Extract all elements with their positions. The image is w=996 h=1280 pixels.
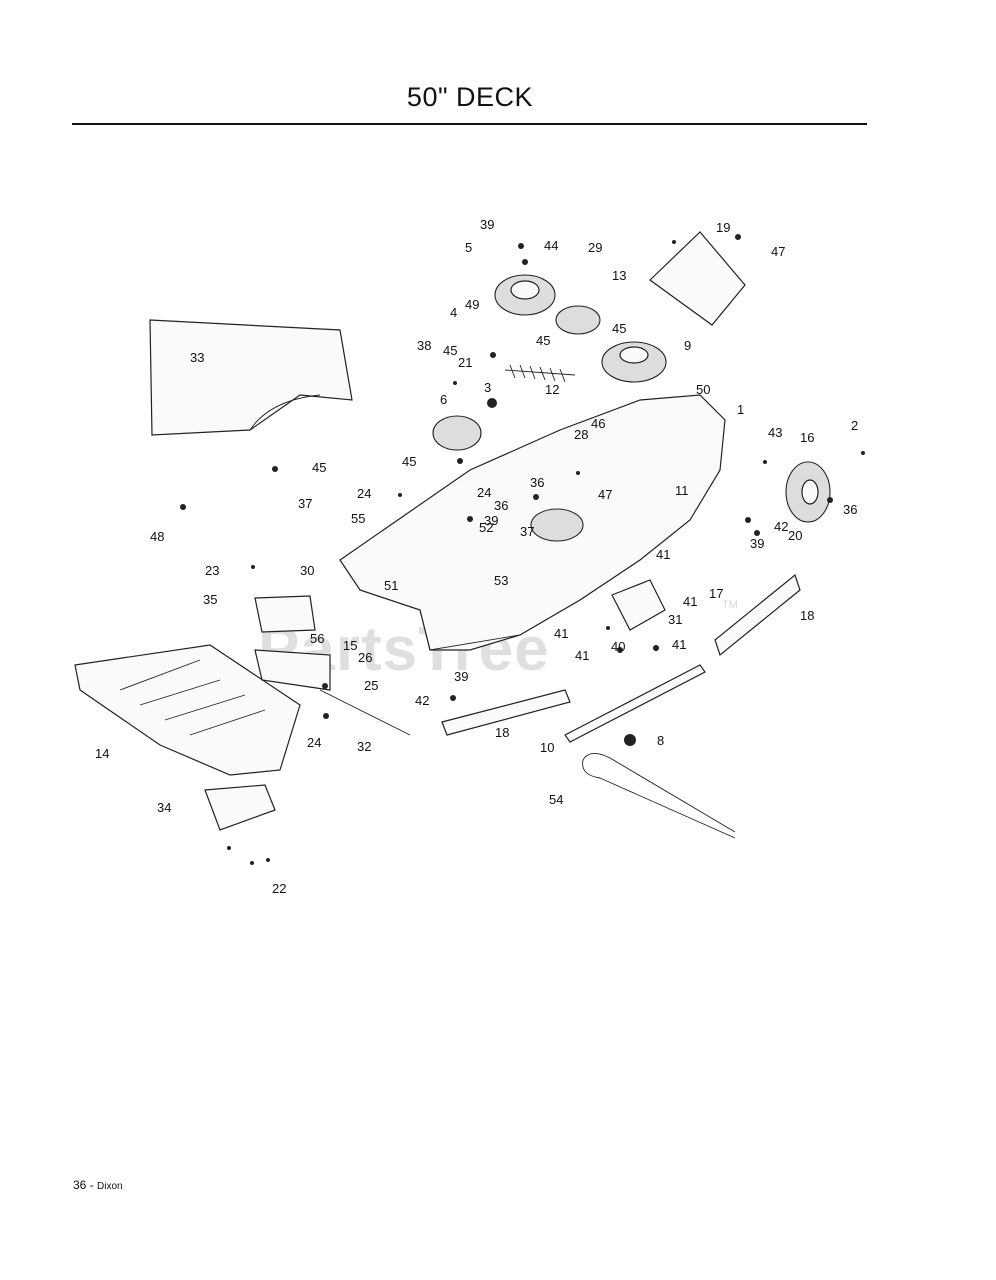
rod-32 [319, 689, 411, 736]
callout-41: 41 [554, 626, 568, 641]
footer-separator: - [89, 1178, 94, 1192]
callout-15: 15 [343, 638, 357, 653]
callout-11: 11 [675, 483, 689, 498]
callout-39: 39 [750, 536, 764, 551]
callout-23: 23 [205, 563, 219, 578]
discharge-chute [74, 644, 301, 776]
plate-35 [254, 595, 316, 633]
callout-44: 44 [544, 238, 558, 253]
discharge-guard [149, 319, 353, 436]
callout-24: 24 [307, 735, 321, 750]
callout-14: 14 [95, 746, 109, 761]
callout-6: 6 [440, 392, 447, 407]
callout-29: 29 [588, 240, 602, 255]
callout-51: 51 [384, 578, 398, 593]
callout-34: 34 [157, 800, 171, 815]
callout-36: 36 [494, 498, 508, 513]
callout-30: 30 [300, 563, 314, 578]
baffle-15 [254, 649, 331, 691]
callout-42: 42 [774, 519, 788, 534]
callout-5: 5 [465, 240, 472, 255]
callout-24: 24 [477, 485, 491, 500]
callout-56: 56 [310, 631, 324, 646]
callout-39: 39 [454, 669, 468, 684]
callout-47: 47 [771, 244, 785, 259]
footer-brand: Dixon [97, 1181, 123, 1192]
callout-1: 1 [737, 402, 744, 417]
belt-55 [582, 753, 736, 839]
callout-4: 4 [450, 305, 457, 320]
callout-54: 54 [549, 792, 563, 807]
callout-37: 37 [298, 496, 312, 511]
callout-35: 35 [203, 592, 217, 607]
callout-48: 48 [150, 529, 164, 544]
callout-39: 39 [480, 217, 494, 232]
pulley-37 [530, 508, 584, 542]
page-footer: 36 - Dixon [73, 1178, 123, 1192]
callout-45: 45 [443, 343, 457, 358]
callout-38: 38 [417, 338, 431, 353]
callout-32: 32 [357, 739, 371, 754]
bracket-34 [204, 784, 276, 831]
callout-39: 39 [484, 513, 498, 528]
callout-26: 26 [358, 650, 372, 665]
callout-52: 52 [479, 520, 493, 535]
callout-3: 3 [484, 380, 491, 395]
page-number: 36 [73, 1178, 87, 1192]
skid-18-rear [714, 573, 801, 657]
belt-cover-19 [649, 231, 746, 326]
callout-45: 45 [536, 333, 550, 348]
callout-9: 9 [684, 338, 691, 353]
callout-16: 16 [800, 430, 814, 445]
callout-36: 36 [843, 502, 857, 517]
callout-12: 12 [545, 382, 559, 397]
callout-45: 45 [402, 454, 416, 469]
callout-41: 41 [656, 547, 670, 562]
callout-31: 31 [668, 612, 682, 627]
callout-41: 41 [575, 648, 589, 663]
pulley-6 [432, 415, 482, 451]
callout-45: 45 [612, 321, 626, 336]
callout-13: 13 [612, 268, 626, 283]
callout-8: 8 [657, 733, 664, 748]
callout-10: 10 [540, 740, 554, 755]
spring-12 [504, 364, 576, 383]
callout-33: 33 [190, 350, 204, 365]
callout-18: 18 [800, 608, 814, 623]
callout-45: 45 [312, 460, 326, 475]
callout-19: 19 [716, 220, 730, 235]
callout-17: 17 [709, 586, 723, 601]
callout-46: 46 [591, 416, 605, 431]
blade-10 [564, 664, 706, 743]
skid-18-front [441, 689, 571, 736]
callout-41: 41 [683, 594, 697, 609]
callout-2: 2 [851, 418, 858, 433]
callout-18: 18 [495, 725, 509, 740]
title-rule [72, 123, 867, 125]
callout-37: 37 [520, 524, 534, 539]
spindle-31 [611, 579, 666, 631]
callout-21: 21 [458, 355, 472, 370]
callout-55: 55 [351, 511, 365, 526]
callout-43: 43 [768, 425, 782, 440]
callout-22: 22 [272, 881, 286, 896]
hardware [180, 234, 865, 865]
callout-40: 40 [611, 639, 625, 654]
callout-53: 53 [494, 573, 508, 588]
callout-47: 47 [598, 487, 612, 502]
callout-50: 50 [696, 382, 710, 397]
callout-20: 20 [788, 528, 802, 543]
watermark-tm: TM [722, 599, 738, 611]
callout-49: 49 [465, 297, 479, 312]
callout-42: 42 [415, 693, 429, 708]
page-title: 50" DECK [406, 82, 534, 112]
pulley-13 [555, 305, 601, 335]
callout-36: 36 [530, 475, 544, 490]
callout-41: 41 [672, 637, 686, 652]
callout-28: 28 [574, 427, 588, 442]
callout-24: 24 [357, 486, 371, 501]
callout-25: 25 [364, 678, 378, 693]
